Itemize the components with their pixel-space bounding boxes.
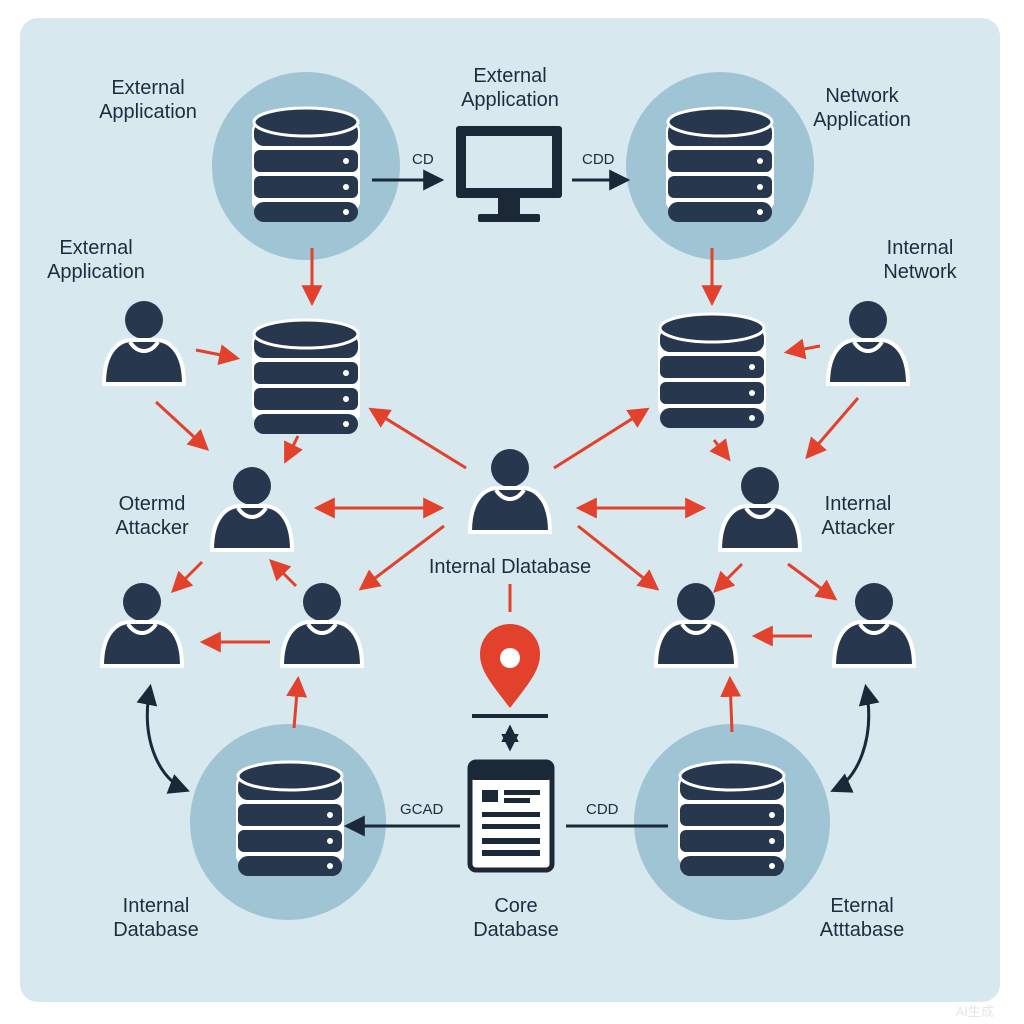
user-icon-internal-attacker — [718, 465, 802, 552]
label-core-database: Core Database — [473, 895, 559, 941]
watermark-text: AI生成 — [955, 1004, 994, 1019]
label-network-application: Network Application — [813, 85, 911, 131]
label-external-application-left: External Application — [47, 237, 145, 283]
label-internal-dlatabase: Internal Dlatabase — [428, 556, 592, 578]
database-icon-top-right — [664, 106, 776, 224]
user-icon-lower-right-outer — [832, 581, 916, 668]
label-external-application-top-center: External Application — [461, 65, 559, 111]
document-server-icon — [467, 759, 555, 873]
label-otermd-attacker: Otermd Attacker — [115, 493, 189, 539]
user-icon-lower-left-inner — [280, 581, 364, 668]
label-internal-attacker: Internal Attacker — [821, 493, 895, 539]
location-pin-icon — [472, 624, 548, 718]
database-icon-mid-right — [656, 312, 768, 430]
user-icon-left-external — [102, 299, 186, 386]
label-eternal-atttabase: Eternal Atttabase — [819, 895, 905, 941]
red-arrows — [154, 248, 860, 733]
database-icon-bottom-left — [234, 760, 346, 878]
label-internal-network: Internal Network — [883, 237, 957, 283]
edge-label-top-right: CDD — [582, 151, 615, 168]
user-icon-lower-right-inner — [654, 581, 738, 668]
label-external-application-top-left: External Application — [99, 77, 197, 123]
monitor-icon-top — [456, 126, 562, 222]
user-icon-center — [468, 447, 552, 534]
database-icon-mid-left — [250, 318, 362, 436]
edge-label-bottom-right: CDD — [586, 801, 619, 818]
curved-arrow-left — [136, 683, 190, 794]
edge-label-bottom-left: GCAD — [400, 801, 444, 818]
user-icon-right-internal-network — [826, 299, 910, 386]
database-icon-top-left — [250, 106, 362, 224]
curved-arrow-right — [830, 683, 880, 793]
user-icon-lower-left-outer — [100, 581, 184, 668]
database-icon-bottom-right — [676, 760, 788, 878]
user-icon-otermd-attacker — [210, 465, 294, 552]
label-internal-database-bottom: Internal Database — [113, 895, 199, 941]
edge-label-top-left: CD — [412, 151, 434, 168]
